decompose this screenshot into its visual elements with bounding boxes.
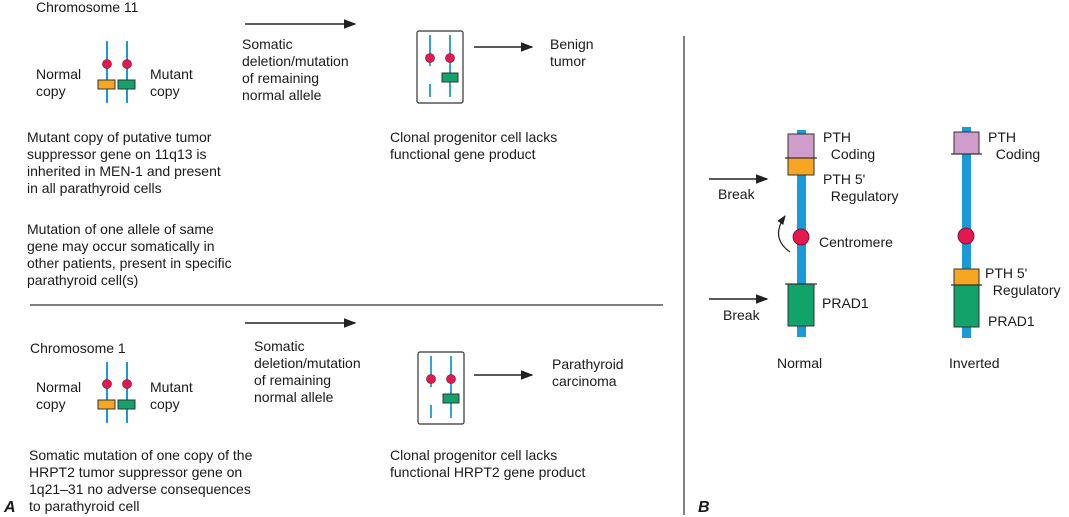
- cell-box: [417, 351, 465, 425]
- normal-copy-label: Normal copy: [36, 66, 82, 99]
- chromosome11-title: Chromosome 11: [36, 0, 139, 15]
- prad1-label: PRAD1: [988, 313, 1035, 329]
- prad1-label: PRAD1: [822, 295, 869, 311]
- outcome-parathyroid-carcinoma: Parathyroid carcinoma: [552, 356, 624, 389]
- normal-chromosome: [785, 130, 817, 337]
- pth-coding-label: PTH Coding: [823, 129, 876, 162]
- description-hrpt2: Somatic mutation of one copy of the HRPT…: [29, 447, 253, 514]
- pth-coding-label: PTH Coding: [988, 129, 1041, 162]
- normal-caption: Normal: [777, 355, 823, 371]
- mutant-gene-box: [442, 393, 460, 404]
- chromosome1-pair: [97, 362, 136, 423]
- panel-label-b: B: [698, 499, 710, 516]
- mutant-copy-label: Mutant copy: [150, 66, 193, 99]
- chromosome1-title: Chromosome 1: [30, 340, 126, 356]
- break-label: Break: [723, 307, 760, 323]
- mutant-gene-box: [117, 399, 136, 410]
- break-label: Break: [718, 186, 755, 202]
- centromere: [792, 228, 810, 246]
- description-somatic: Mutation of one allele of same gene may …: [27, 221, 232, 288]
- clone-caption: Clonal progenitor cell lacks functional …: [390, 129, 558, 162]
- mutant-gene-box: [117, 79, 136, 90]
- centromere-dot: [122, 59, 132, 69]
- outcome-benign-tumor: Benign tumor: [550, 36, 594, 69]
- centromere-label: Centromere: [819, 234, 893, 250]
- clonal-cell-bottom: [417, 351, 465, 425]
- inversion-curved-arrow: [777, 215, 791, 253]
- mutant-gene-box: [441, 72, 459, 83]
- normal-gene-box: [97, 79, 116, 90]
- pth-regulatory-box: [787, 157, 815, 176]
- description-men1: Mutant copy of putative tumor suppressor…: [27, 129, 221, 196]
- somatic-step-label: Somatic deletion/mutation of remaining n…: [242, 36, 349, 103]
- clone-caption: Clonal progenitor cell lacks functional …: [390, 447, 586, 480]
- pth-coding-box: [787, 133, 815, 159]
- inverted-chromosome: [951, 127, 982, 338]
- pth-regulatory-label: PTH 5' Regulatory: [985, 265, 1061, 298]
- normal-copy-label: Normal copy: [36, 379, 82, 412]
- centromere: [957, 227, 975, 245]
- chromosome11-pair: [97, 41, 136, 103]
- pth-regulatory-box: [953, 268, 980, 286]
- pth-regulatory-label: PTH 5' Regulatory: [823, 171, 899, 204]
- cell-box: [416, 30, 464, 104]
- prad1-box: [787, 283, 815, 327]
- pth-coding-box: [953, 131, 980, 155]
- mutant-copy-label: Mutant copy: [150, 379, 193, 412]
- centromere-dot: [102, 59, 112, 69]
- panel-label-a: A: [4, 499, 16, 516]
- prad1-box: [953, 284, 980, 328]
- normal-gene-box: [97, 399, 116, 410]
- inverted-caption: Inverted: [949, 355, 1000, 371]
- clonal-cell-top: [416, 30, 464, 104]
- somatic-step-label: Somatic deletion/mutation of remaining n…: [254, 338, 361, 405]
